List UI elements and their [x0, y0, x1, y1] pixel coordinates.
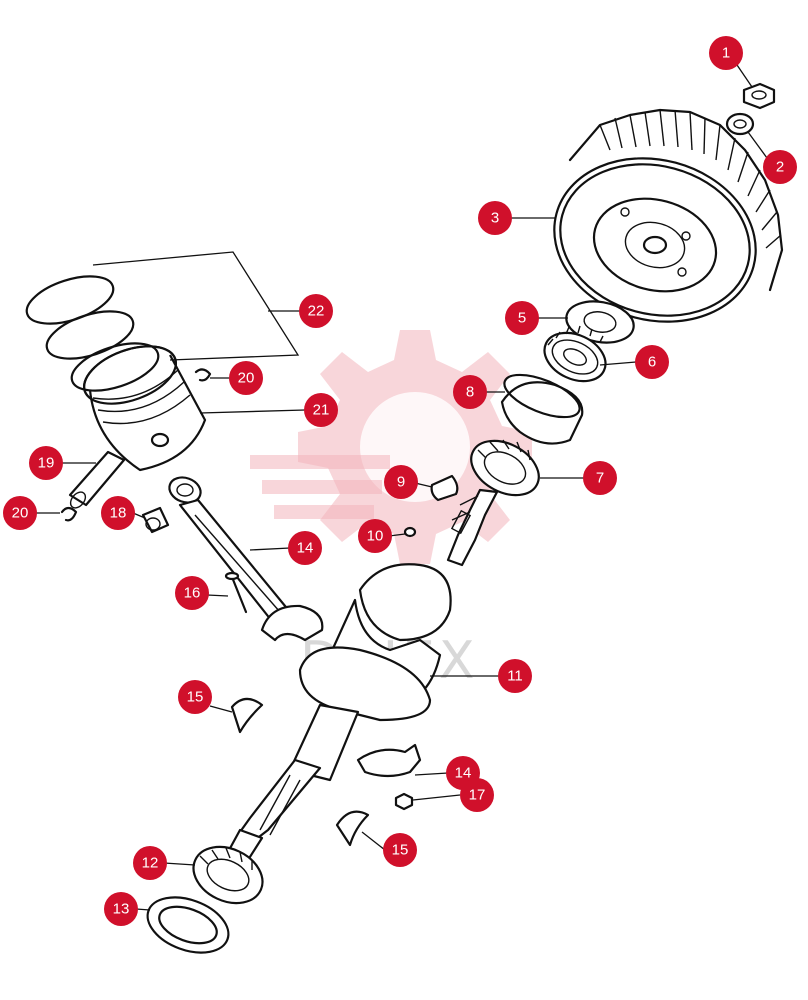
roller-bearing-lower-part [192, 845, 264, 905]
callout-8: 8 [453, 375, 487, 409]
callout-15-upper: 15 [178, 680, 212, 714]
callout-14-rod: 14 [288, 531, 322, 565]
callout-18: 18 [101, 496, 135, 530]
bearing-cup-lower-part [146, 896, 230, 954]
svg-text:5: 5 [518, 310, 526, 327]
callout-3: 3 [478, 201, 512, 235]
woodruff-key-part [430, 474, 459, 502]
callout-1: 1 [709, 36, 743, 70]
bearing-shell-upper-part [230, 697, 264, 734]
callout-2: 2 [763, 150, 797, 184]
svg-text:1: 1 [722, 45, 730, 62]
callout-9: 9 [384, 465, 418, 499]
svg-text:21: 21 [313, 402, 330, 419]
circlip-left-part [60, 506, 78, 522]
bearing-race-part [500, 373, 584, 445]
svg-text:16: 16 [184, 585, 201, 602]
callout-17: 17 [460, 778, 494, 812]
svg-text:13: 13 [113, 901, 130, 918]
piston-part [82, 345, 207, 472]
callout-13: 13 [104, 892, 138, 926]
svg-text:14: 14 [455, 765, 472, 782]
svg-text:8: 8 [466, 384, 474, 401]
callout-5: 5 [505, 301, 539, 335]
svg-text:10: 10 [367, 528, 384, 545]
svg-text:20: 20 [12, 505, 29, 522]
hex-nut-part [742, 82, 776, 110]
callout-20-left: 20 [3, 496, 37, 530]
callout-16: 16 [175, 576, 209, 610]
callout-12: 12 [133, 846, 167, 880]
callout-7: 7 [583, 461, 617, 495]
piston-rings-part [25, 275, 160, 392]
piston-pin-part [68, 450, 126, 509]
bearing-shell-lower-part [335, 810, 370, 847]
seal-washer-part [565, 300, 635, 344]
callout-6: 6 [635, 345, 669, 379]
svg-text:11: 11 [507, 668, 523, 685]
circlip-right-part [194, 368, 212, 382]
callout-11: 11 [498, 659, 532, 693]
svg-text:18: 18 [110, 505, 127, 522]
svg-text:2: 2 [776, 159, 784, 176]
svg-text:22: 22 [308, 303, 325, 320]
rod-cap-part [356, 743, 422, 778]
svg-text:9: 9 [397, 474, 405, 491]
roller-bearing-part [470, 439, 540, 497]
callout-20-right: 20 [229, 361, 263, 395]
callout-15-lower: 15 [383, 833, 417, 867]
svg-text:3: 3 [491, 210, 499, 227]
svg-text:14: 14 [297, 540, 314, 557]
connecting-rod-part [168, 476, 324, 642]
small-key-part [403, 526, 417, 538]
lock-washer-part [725, 112, 755, 136]
rod-nut-part [394, 792, 414, 811]
bushing-part [141, 506, 170, 534]
svg-text:12: 12 [142, 855, 159, 872]
svg-text:19: 19 [38, 455, 55, 472]
flywheel-part [553, 108, 784, 323]
callout-10: 10 [358, 519, 392, 553]
svg-text:15: 15 [392, 842, 409, 859]
callout-19: 19 [29, 446, 63, 480]
rod-bolt-part [224, 571, 248, 614]
callout-21: 21 [304, 393, 338, 427]
svg-text:17: 17 [469, 787, 486, 804]
svg-text:15: 15 [187, 689, 204, 706]
svg-text:7: 7 [596, 470, 604, 487]
callout-22: 22 [299, 294, 333, 328]
svg-text:20: 20 [238, 370, 255, 387]
crankshaft-part [226, 488, 499, 862]
svg-text:6: 6 [648, 354, 656, 371]
gear-part [543, 325, 607, 383]
